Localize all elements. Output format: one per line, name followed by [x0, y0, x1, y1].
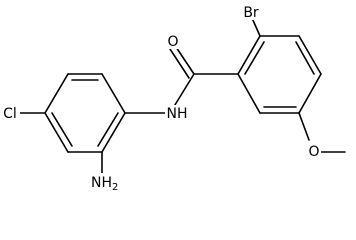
bond-ring2-c6-c1 — [237, 73, 261, 114]
amine-label: NH2 — [91, 175, 118, 192]
bond-c2-bromine — [251, 17, 261, 37]
amine-label-subscript: 2 — [112, 182, 118, 192]
chlorine-label-bg — [0, 105, 20, 121]
bond-ring1-c1-c2 — [101, 73, 126, 114]
atom-labels: Br O NH Cl NH2 O — [0, 4, 321, 192]
bond-ring1-c6-c1 — [101, 112, 126, 153]
bromine-label-bg — [241, 4, 261, 20]
bond-ring1-inner-c6-c1 — [97, 112, 119, 147]
bond-ring1-c3-c4 — [44, 73, 69, 114]
amide-nitrogen-label-bg — [165, 105, 189, 121]
bond-ring1-c4-c5 — [44, 112, 69, 153]
bromine-label: Br — [243, 5, 259, 21]
carbonyl-oxygen-label: O — [167, 34, 178, 50]
bond-ring1-inner-c4-c5 — [51, 112, 73, 147]
bond-ring2-inner-c3-c4 — [295, 41, 315, 75]
amide-nitrogen-label: NH — [167, 106, 188, 122]
bond-carbonyl-oxygen-double — [169, 48, 190, 79]
bond-lines — [19, 17, 346, 179]
bond-ring2-c3-c4 — [298, 35, 322, 75]
bond-ring2-c1-c2 — [237, 35, 261, 75]
amine-label-nh: NH — [91, 175, 112, 191]
carbonyl-oxygen-label-bg — [165, 33, 181, 49]
ether-oxygen-label-bg — [306, 143, 321, 159]
chlorine-label: Cl — [3, 106, 17, 122]
bond-ring2-c4-c5 — [298, 73, 322, 114]
chemical-structure-diagram: Br O NH Cl NH2 O — [0, 4, 346, 192]
bond-ring2-inner-c1-c2 — [244, 41, 265, 75]
bond-c5-ether-oxygen — [298, 112, 310, 141]
amine-label-bg — [90, 173, 120, 191]
ether-oxygen-label: O — [308, 144, 319, 160]
